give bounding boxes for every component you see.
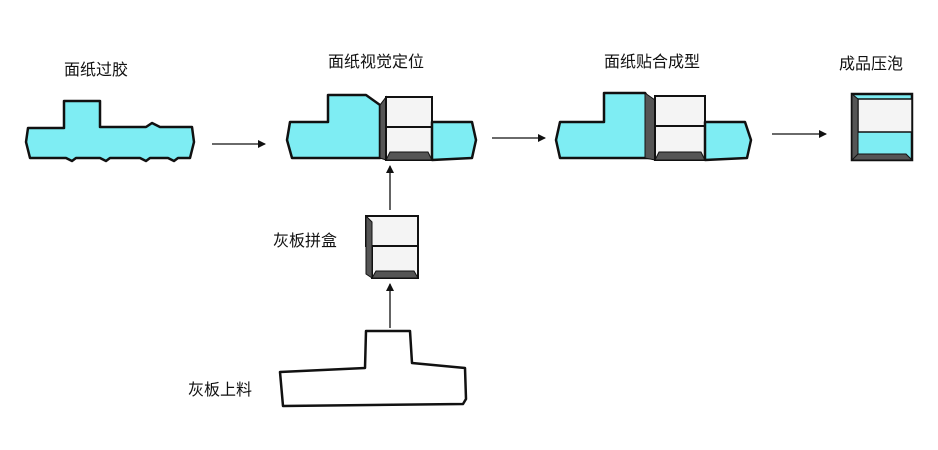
label-board-feeding: 灰板上料 <box>188 380 252 399</box>
label-paper-glue: 面纸过胶 <box>64 60 128 79</box>
paper-glue-shape <box>24 99 196 163</box>
board-box-shape <box>365 214 419 279</box>
label-visual-position: 面纸视觉定位 <box>328 52 424 71</box>
label-finished-pressing: 成品压泡 <box>839 54 903 73</box>
label-paper-bonding: 面纸贴合成型 <box>604 52 700 71</box>
label-board-assembly: 灰板拼盒 <box>273 231 337 250</box>
board-feeding-shape <box>278 329 468 408</box>
finished-box-shape <box>850 92 914 162</box>
visual-position-shape <box>285 93 478 162</box>
paper-bonding-shape <box>554 91 753 162</box>
